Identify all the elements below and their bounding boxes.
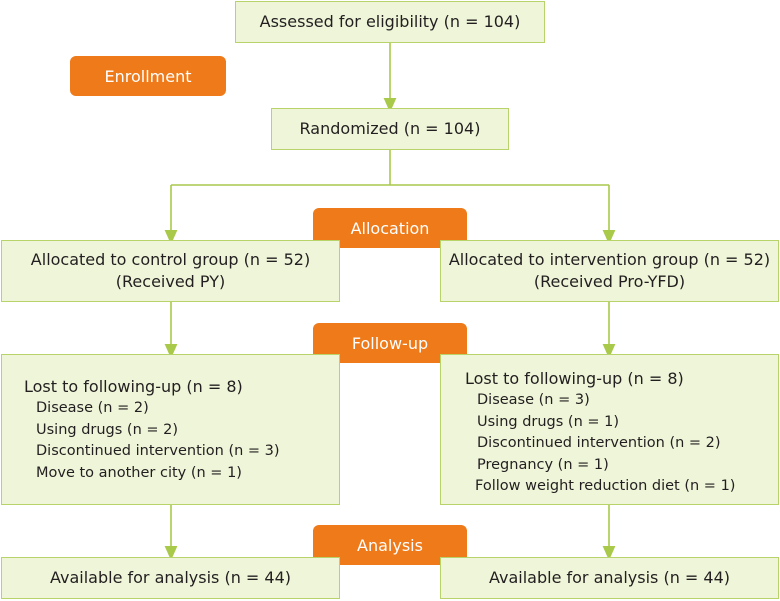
control-lost-item: Discontinued intervention (n = 3) xyxy=(36,443,280,459)
intervention-lost-box: Lost to following-up (n = 8) Disease (n … xyxy=(440,354,779,505)
intervention-analysis-text: Available for analysis (n = 44) xyxy=(488,568,731,587)
intervention-lost-item: Follow weight reduction diet (n = 1) xyxy=(475,478,736,494)
control-allocated-text: Allocated to control group (n = 52) xyxy=(30,250,311,269)
control-lost-title: Lost to following-up (n = 8) xyxy=(24,377,243,396)
stage-enrollment: Enrollment xyxy=(70,56,226,96)
intervention-received-text: (Received Pro-YFD) xyxy=(533,272,686,291)
intervention-allocated-box: Allocated to intervention group (n = 52)… xyxy=(440,240,779,302)
intervention-lost-item: Disease (n = 3) xyxy=(477,392,590,408)
stage-enrollment-label: Enrollment xyxy=(104,66,192,86)
control-analysis-box: Available for analysis (n = 44) xyxy=(1,557,340,599)
randomized-text: Randomized (n = 104) xyxy=(299,119,481,138)
control-lost-item: Disease (n = 2) xyxy=(36,400,149,416)
intervention-lost-item: Pregnancy (n = 1) xyxy=(477,456,609,473)
control-lost-item: Move to another city (n = 1) xyxy=(36,464,242,481)
control-lost-box: Lost to following-up (n = 8) Disease (n … xyxy=(1,354,340,505)
stage-followup-label: Follow-up xyxy=(351,333,429,353)
intervention-allocated-text: Allocated to intervention group (n = 52) xyxy=(448,250,771,269)
assessed-text: Assessed for eligibility (n = 104) xyxy=(259,12,521,31)
stage-analysis-label: Analysis xyxy=(357,535,423,555)
intervention-lost-item: Discontinued intervention (n = 2) xyxy=(477,435,721,451)
intervention-lost-title: Lost to following-up (n = 8) xyxy=(465,369,684,388)
control-analysis-text: Available for analysis (n = 44) xyxy=(49,568,292,587)
intervention-lost-item: Using drugs (n = 1) xyxy=(477,413,620,430)
stage-allocation-label: Allocation xyxy=(350,218,430,238)
assessed-box: Assessed for eligibility (n = 104) xyxy=(235,1,545,43)
randomized-box: Randomized (n = 104) xyxy=(271,108,509,150)
control-allocated-box: Allocated to control group (n = 52) (Rec… xyxy=(1,240,340,302)
control-received-text: (Received PY) xyxy=(115,272,226,291)
control-lost-item: Using drugs (n = 2) xyxy=(36,421,179,438)
intervention-analysis-box: Available for analysis (n = 44) xyxy=(440,557,779,599)
